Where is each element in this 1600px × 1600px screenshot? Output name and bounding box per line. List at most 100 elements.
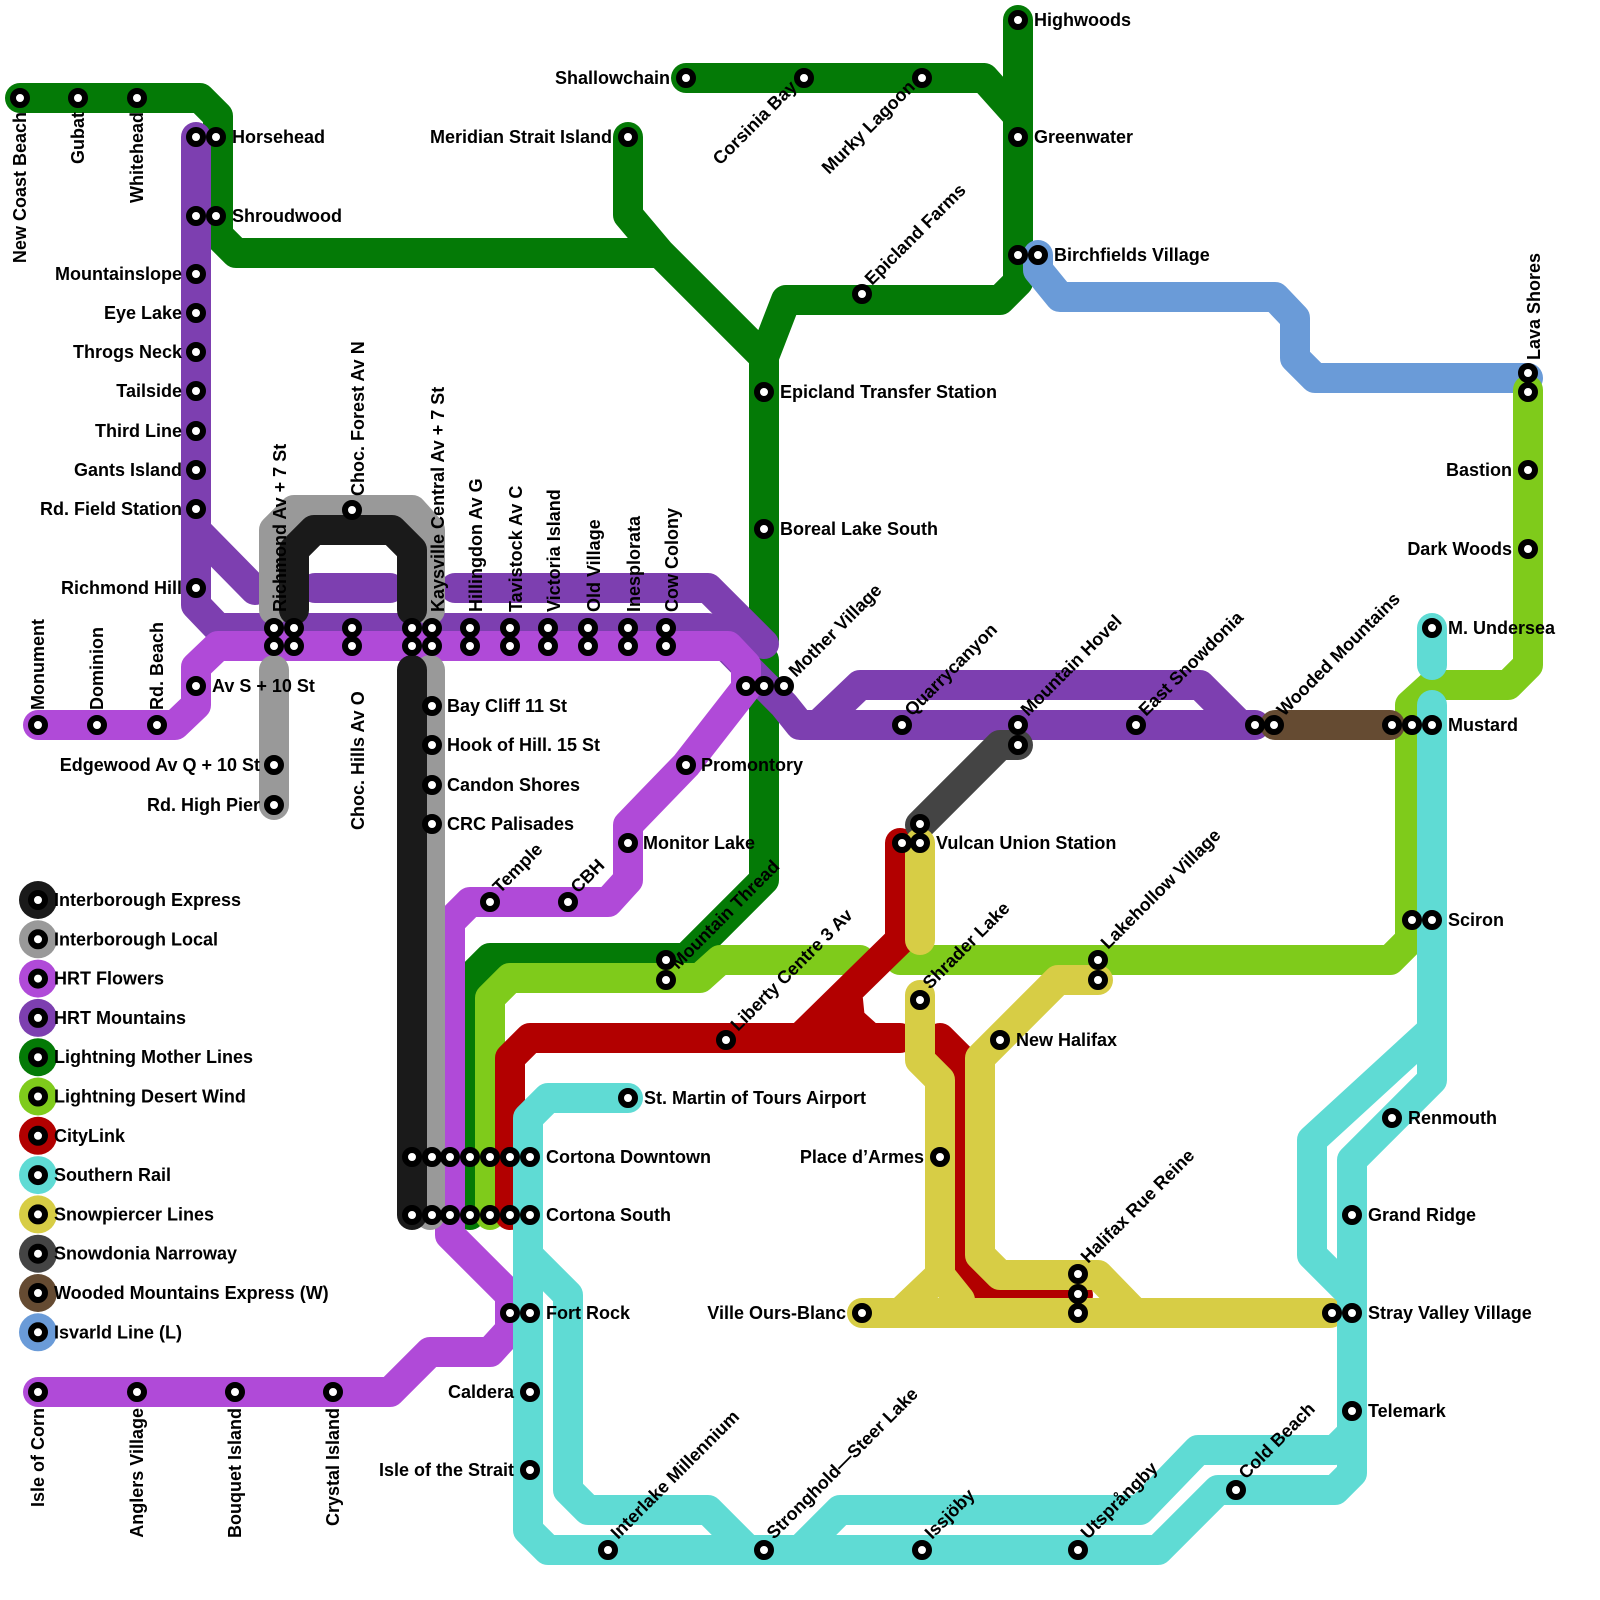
station-marker[interactable] bbox=[460, 1147, 480, 1167]
station-label-dominion[interactable]: Dominion bbox=[87, 627, 107, 710]
station-marker[interactable] bbox=[676, 68, 696, 88]
station-label-monument[interactable]: Monument bbox=[28, 619, 48, 710]
station-label-inesplorata[interactable]: Inesplorata bbox=[624, 515, 644, 612]
station-marker[interactable] bbox=[912, 1540, 932, 1560]
station-marker[interactable] bbox=[186, 499, 206, 519]
station-marker[interactable] bbox=[422, 1205, 442, 1225]
station-marker[interactable] bbox=[1518, 460, 1538, 480]
station-marker[interactable] bbox=[520, 1147, 540, 1167]
station-label-whitehead[interactable]: Whitehead bbox=[127, 112, 147, 203]
station-marker[interactable] bbox=[264, 618, 284, 638]
station-marker[interactable] bbox=[1342, 1303, 1362, 1323]
station-label-rd-field-station[interactable]: Rd. Field Station bbox=[40, 499, 182, 519]
station-marker[interactable] bbox=[28, 715, 48, 735]
station-marker[interactable] bbox=[1008, 127, 1028, 147]
station-marker[interactable] bbox=[422, 618, 442, 638]
station-marker[interactable] bbox=[186, 460, 206, 480]
station-label-eye-lake[interactable]: Eye Lake bbox=[104, 303, 182, 323]
station-label-bouquet-island[interactable]: Bouquet Island bbox=[225, 1408, 245, 1538]
station-marker[interactable] bbox=[1088, 970, 1108, 990]
station-label-isle-of-corn[interactable]: Isle of Corn bbox=[28, 1408, 48, 1507]
station-marker[interactable] bbox=[618, 127, 638, 147]
station-marker[interactable] bbox=[716, 1030, 736, 1050]
station-marker[interactable] bbox=[1264, 715, 1284, 735]
station-marker[interactable] bbox=[28, 1382, 48, 1402]
station-marker[interactable] bbox=[1422, 910, 1442, 930]
station-label-bay-cliff[interactable]: Bay Cliff 11 St bbox=[447, 696, 567, 716]
station-label-gubat[interactable]: Gubat bbox=[68, 112, 88, 164]
station-label-new-halifax[interactable]: New Halifax bbox=[1016, 1030, 1117, 1050]
station-marker[interactable] bbox=[1382, 715, 1402, 735]
station-marker[interactable] bbox=[754, 676, 774, 696]
station-marker[interactable] bbox=[754, 519, 774, 539]
station-marker[interactable] bbox=[500, 636, 520, 656]
station-marker[interactable] bbox=[1422, 715, 1442, 735]
station-label-bastion[interactable]: Bastion bbox=[1446, 460, 1512, 480]
station-label-richmond-hill[interactable]: Richmond Hill bbox=[61, 578, 182, 598]
station-marker[interactable] bbox=[127, 1382, 147, 1402]
station-label-ville-ours-blanc[interactable]: Ville Ours-Blanc bbox=[707, 1303, 846, 1323]
station-marker[interactable] bbox=[186, 303, 206, 323]
station-marker[interactable] bbox=[520, 1303, 540, 1323]
station-label-richmond-av[interactable]: Richmond Av + 7 St bbox=[270, 444, 290, 612]
station-marker[interactable] bbox=[656, 618, 676, 638]
station-marker[interactable] bbox=[422, 775, 442, 795]
station-marker[interactable] bbox=[402, 636, 422, 656]
station-marker[interactable] bbox=[186, 206, 206, 226]
station-marker[interactable] bbox=[754, 1540, 774, 1560]
station-marker[interactable] bbox=[422, 735, 442, 755]
station-marker[interactable] bbox=[558, 892, 578, 912]
station-marker[interactable] bbox=[127, 88, 147, 108]
station-label-hook-of-hill[interactable]: Hook of Hill. 15 St bbox=[447, 735, 600, 755]
station-marker[interactable] bbox=[538, 636, 558, 656]
station-label-vulcan-union[interactable]: Vulcan Union Station bbox=[936, 833, 1116, 853]
station-marker[interactable] bbox=[68, 88, 88, 108]
station-marker[interactable] bbox=[520, 1205, 540, 1225]
station-label-place-darmes[interactable]: Place d’Armes bbox=[800, 1147, 924, 1167]
station-marker[interactable] bbox=[1008, 715, 1028, 735]
station-label-grand-ridge[interactable]: Grand Ridge bbox=[1368, 1205, 1476, 1225]
station-marker[interactable] bbox=[500, 1303, 520, 1323]
station-label-cow-colony[interactable]: Cow Colony bbox=[662, 508, 682, 612]
station-marker[interactable] bbox=[342, 618, 362, 638]
station-marker[interactable] bbox=[1382, 1108, 1402, 1128]
station-label-monitor-lake[interactable]: Monitor Lake bbox=[643, 833, 755, 853]
station-label-wooded-mountains[interactable]: Wooded Mountains bbox=[1273, 589, 1404, 720]
station-marker[interactable] bbox=[676, 755, 696, 775]
station-marker[interactable] bbox=[500, 618, 520, 638]
station-label-cortona-downtown[interactable]: Cortona Downtown bbox=[546, 1147, 711, 1167]
station-label-tailside[interactable]: Tailside bbox=[116, 381, 182, 401]
station-marker[interactable] bbox=[460, 636, 480, 656]
station-marker[interactable] bbox=[480, 892, 500, 912]
station-label-gants-island[interactable]: Gants Island bbox=[74, 460, 182, 480]
station-marker[interactable] bbox=[930, 1147, 950, 1167]
station-label-caldera[interactable]: Caldera bbox=[448, 1382, 515, 1402]
station-label-crc-palisades[interactable]: CRC Palisades bbox=[447, 814, 574, 834]
station-marker[interactable] bbox=[460, 618, 480, 638]
station-marker[interactable] bbox=[1402, 715, 1422, 735]
station-marker[interactable] bbox=[422, 1147, 442, 1167]
station-label-greenwater[interactable]: Greenwater bbox=[1034, 127, 1133, 147]
station-label-horsehead[interactable]: Horsehead bbox=[232, 127, 325, 147]
station-label-choc-forest[interactable]: Choc. Forest Av N bbox=[348, 341, 368, 496]
station-label-meridian[interactable]: Meridian Strait Island bbox=[430, 127, 612, 147]
station-marker[interactable] bbox=[264, 795, 284, 815]
station-marker[interactable] bbox=[225, 1382, 245, 1402]
station-label-anglers-village[interactable]: Anglers Village bbox=[127, 1408, 147, 1538]
station-marker[interactable] bbox=[440, 1205, 460, 1225]
station-marker[interactable] bbox=[186, 676, 206, 696]
station-marker[interactable] bbox=[910, 990, 930, 1010]
station-marker[interactable] bbox=[794, 68, 814, 88]
station-label-epicland-transfer[interactable]: Epicland Transfer Station bbox=[780, 382, 997, 402]
station-marker[interactable] bbox=[1068, 1303, 1088, 1323]
station-label-sciron[interactable]: Sciron bbox=[1448, 910, 1504, 930]
station-marker[interactable] bbox=[186, 342, 206, 362]
station-marker[interactable] bbox=[500, 1147, 520, 1167]
station-label-av-s-10-st[interactable]: Av S + 10 St bbox=[212, 676, 315, 696]
station-marker[interactable] bbox=[656, 636, 676, 656]
station-marker[interactable] bbox=[186, 578, 206, 598]
station-label-highwoods[interactable]: Highwoods bbox=[1034, 10, 1131, 30]
station-marker[interactable] bbox=[618, 1088, 638, 1108]
station-marker[interactable] bbox=[1126, 715, 1146, 735]
station-label-m-undersea[interactable]: M. Undersea bbox=[1448, 618, 1556, 638]
